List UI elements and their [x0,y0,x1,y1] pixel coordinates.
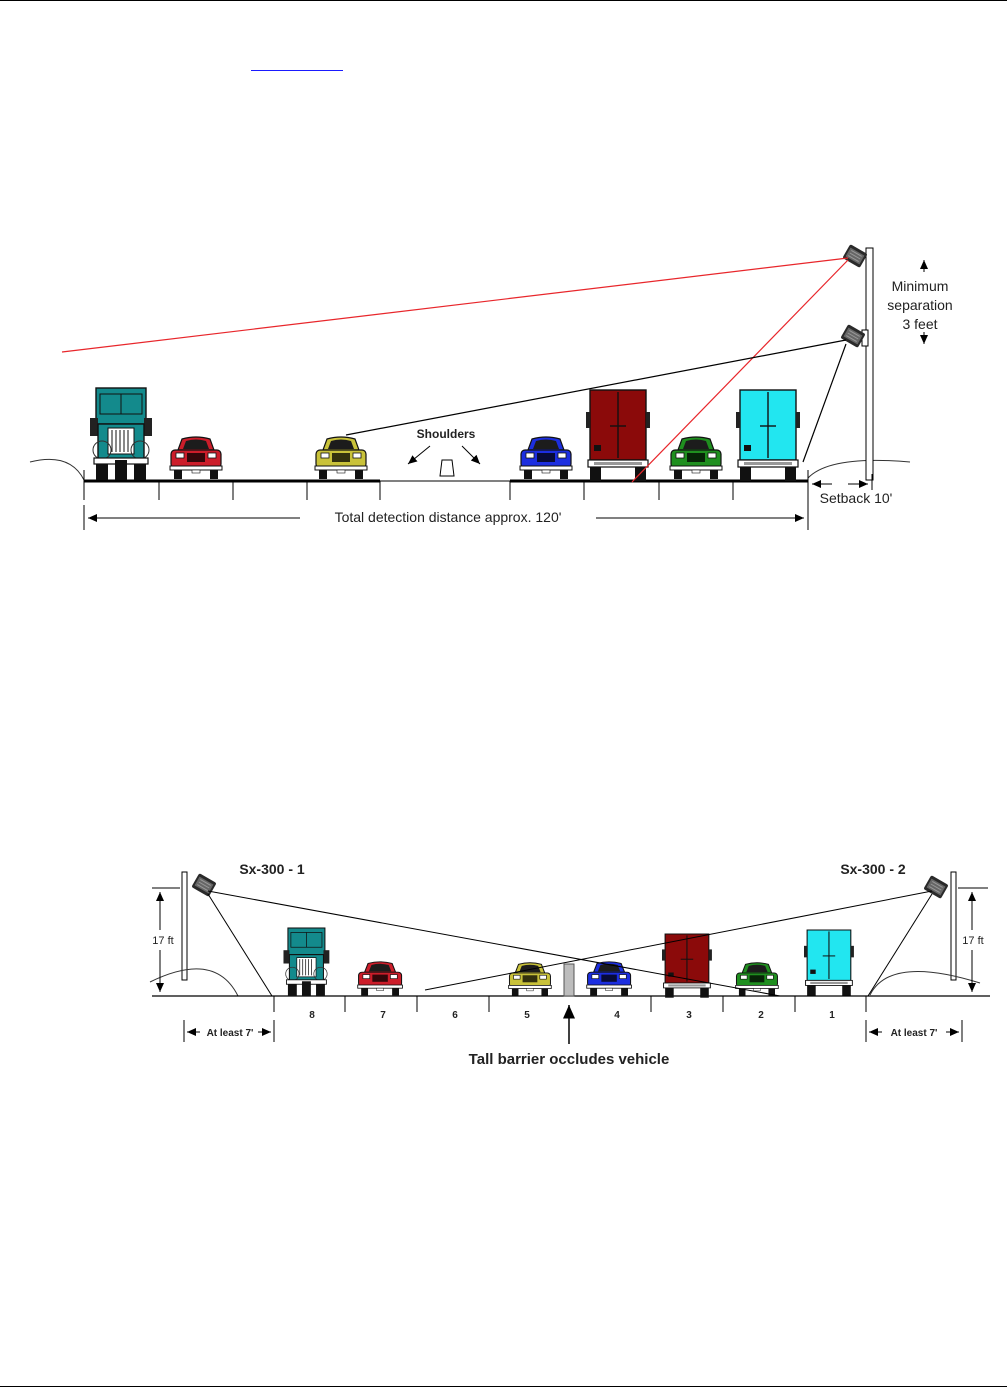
sensor-2-near-beam [868,894,932,996]
shoulder-arrow-right [462,446,480,464]
figure-1-side-fire-diagram: Minimum separation 3 feet Shoulders Setb… [30,244,953,530]
total-distance-label: Total detection distance approx. 120' [335,509,562,525]
sensor-pole [866,248,873,480]
lane-number-3: 3 [686,1010,692,1021]
right-pole [951,872,956,980]
height-left-label: 17 ft [152,935,173,947]
figure-2-dual-sensor-diagram: Sx-300 - 1 Sx-300 - 2 8 7 6 5 4 3 2 1 [150,861,990,1068]
lane-number-7: 7 [380,1010,386,1021]
separation-label-line2: separation [887,297,952,313]
separation-label-line1: Minimum [892,278,949,294]
sensor-1-icon [191,873,216,897]
terrain-right-2 [870,971,980,995]
sensor-2-label: Sx-300 - 2 [840,861,906,877]
lane-number-5: 5 [524,1010,530,1021]
sensor-1-label: Sx-300 - 1 [239,861,305,877]
height-right-label: 17 ft [962,935,983,947]
maroon-box-truck-2 [662,934,712,998]
teal-tractor-truck [90,388,152,480]
clearance-left-label: At least 7' [207,1028,254,1039]
upper-beam-far [62,258,848,352]
terrain-left-2 [150,969,238,996]
yellow-car [315,437,367,479]
yellow-car-2 [509,963,552,996]
cyan-box-truck-2 [804,930,854,996]
blue-car [520,437,572,479]
green-car-2 [736,963,779,996]
terrain-left [30,459,84,480]
lane-number-6: 6 [452,1010,458,1021]
cyan-box-truck [736,390,800,481]
lane-dividers-2 [274,996,866,1012]
lane-number-8: 8 [309,1010,315,1021]
lane-number-2: 2 [758,1010,764,1021]
green-car [670,437,722,479]
shoulders-label: Shoulders [417,427,476,441]
red-car [170,437,222,479]
terrain-right [808,460,910,478]
separation-label-line3: 3 feet [902,316,937,332]
lane-number-4: 4 [614,1010,620,1021]
teal-tractor-truck-2 [283,928,329,996]
median-barrier [440,460,454,476]
left-pole [182,872,187,980]
lane-number-1: 1 [829,1010,835,1021]
barrier-caption: Tall barrier occludes vehicle [469,1051,670,1068]
upper-sensor-icon [842,244,867,268]
sensor-1-near-beam [208,894,272,996]
sensor-2-icon [923,875,948,899]
tall-barrier [564,964,574,996]
blue-car-2 [587,962,632,996]
red-car-2 [358,962,403,996]
shoulder-arrow-left [408,446,430,464]
clearance-right-label: At least 7' [891,1028,938,1039]
setback-label: Setback 10' [820,490,893,506]
lower-beam-near [803,344,846,462]
maroon-box-truck [586,390,650,481]
